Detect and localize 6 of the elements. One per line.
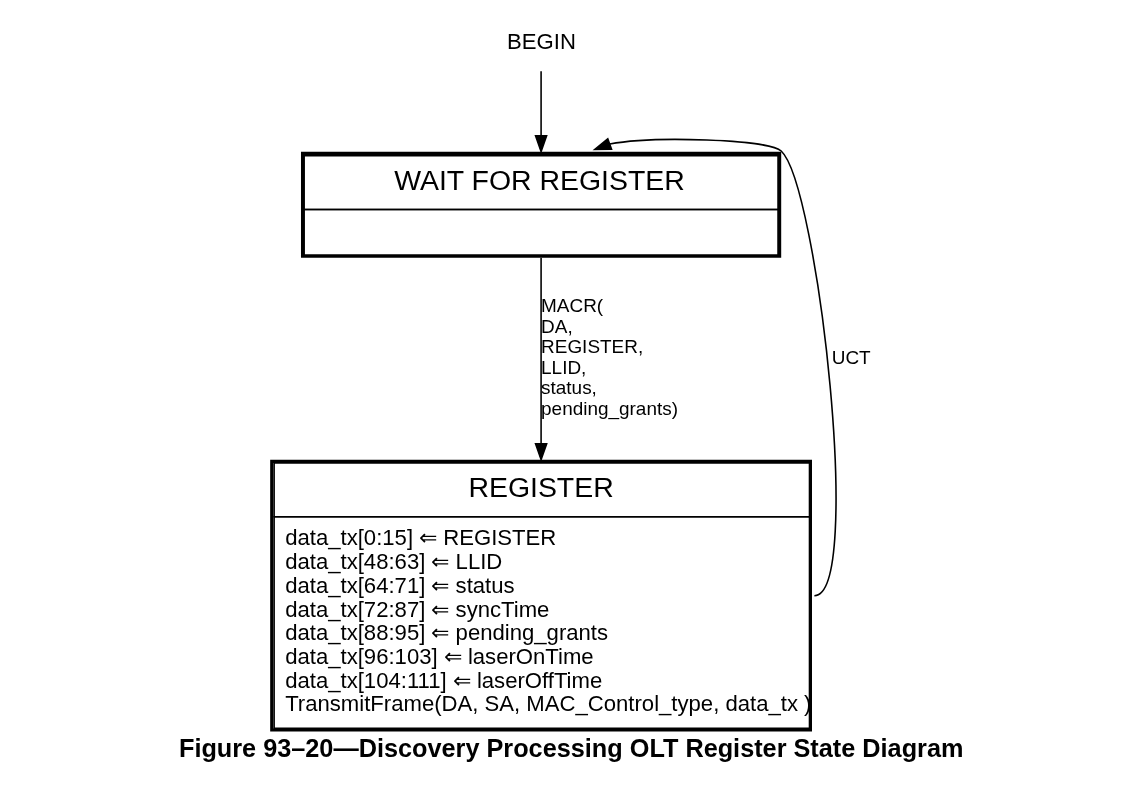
- arrow: [533, 70, 548, 155]
- arrow: [533, 257, 548, 463]
- node-text: BEGIN: [506, 28, 576, 54]
- caption: Figure 93–20—Discovery Processing OLT Register State Diagram: [178, 733, 963, 762]
- edge-label: UCT: [831, 346, 871, 368]
- arrow: [592, 137, 837, 597]
